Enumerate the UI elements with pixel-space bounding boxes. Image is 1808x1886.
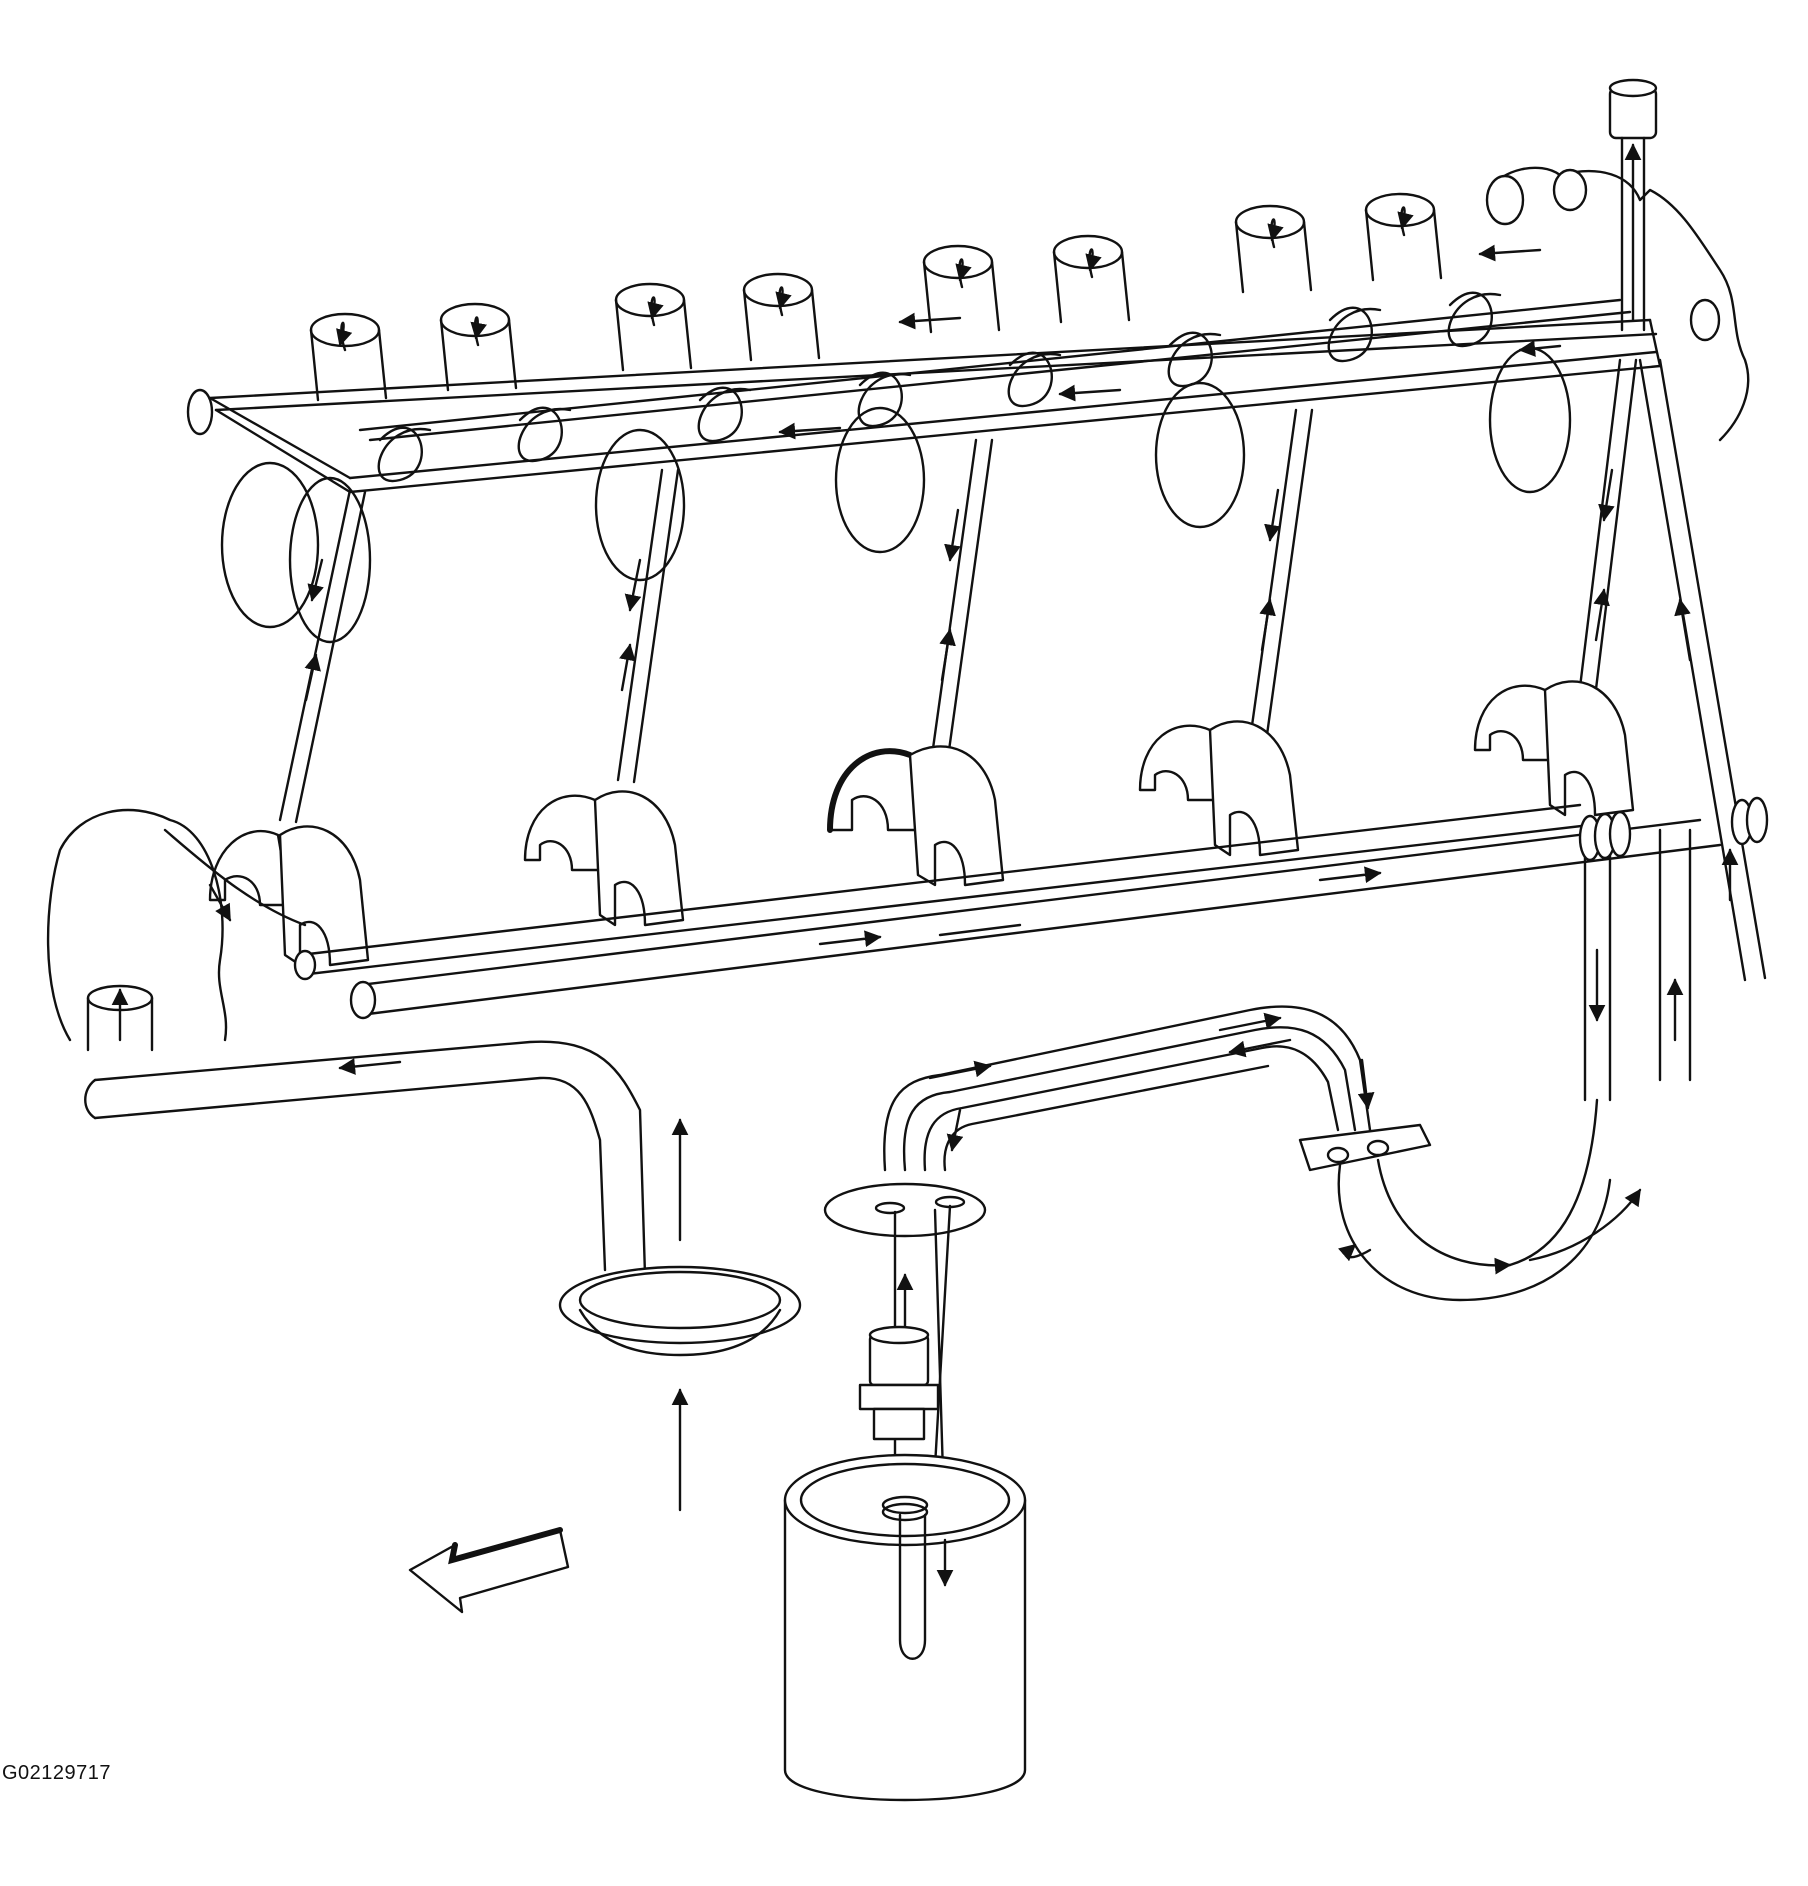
main-bearing-4 [1138,720,1300,857]
lifter-7 [1234,204,1313,294]
lifter-6 [1052,234,1131,324]
lifter-bores [309,192,1443,402]
rear-housing [46,808,307,1042]
oil-cooler-lines [883,1005,1375,1172]
oil-pickup-screen [558,1265,802,1512]
main-bearings [208,680,1635,967]
oil-filter [783,1453,1027,1802]
gallery-plug-left [186,388,214,436]
relief-springs [1578,796,1769,902]
pushrod-passages [278,358,1767,982]
main-bearing-5 [1473,680,1635,817]
left-feed-pipe [84,984,689,1277]
gallery-flow-arrows [778,244,1562,440]
front-cover [1485,166,1750,442]
lifter-1 [309,312,388,402]
oil-pressure-sender [1608,78,1658,332]
main-oil-gallery [293,803,1722,1020]
main-bearing-3 [827,745,1005,887]
lifter-8 [1364,192,1443,282]
cam-bearing-loops [220,291,1572,644]
lifter-2 [439,302,518,392]
main-bearing-2 [523,790,685,927]
upper-oil-gallery [186,298,1662,494]
lifter-3 [614,282,693,372]
figure-code: G02129717 [2,1762,112,1784]
cooler-line-flange [1298,1123,1432,1172]
main-bearing-1 [208,825,370,967]
bypass-valve [858,1325,940,1441]
cooler-loop [1337,828,1692,1302]
lifter-4 [742,272,821,362]
front-direction-arrow [408,1527,570,1614]
